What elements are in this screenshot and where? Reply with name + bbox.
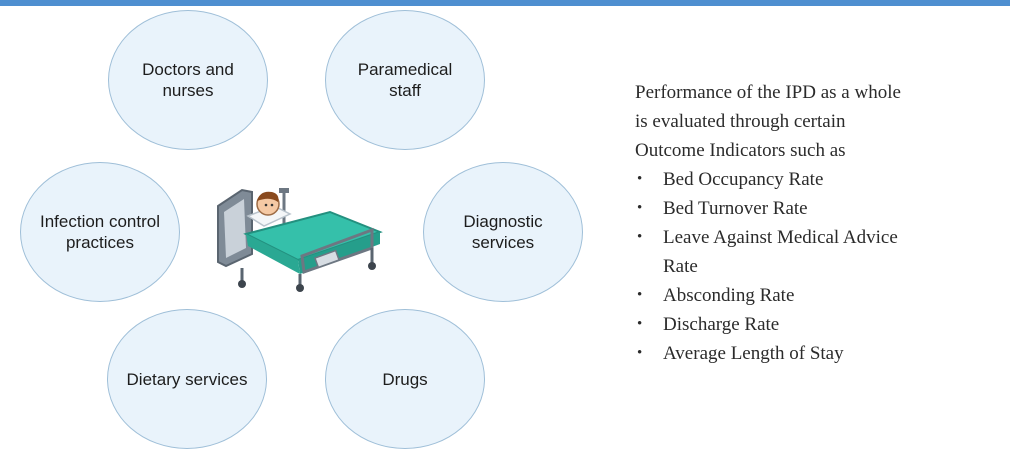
- indicator-item: Bed Turnover Rate: [635, 194, 1005, 223]
- indicator-item: Discharge Rate: [635, 310, 1005, 339]
- indicator-item: Average Length of Stay: [635, 339, 1005, 368]
- top-accent-bar: [0, 0, 1010, 6]
- indicator-item: Leave Against Medical Advice Rate: [635, 223, 1005, 281]
- bubble-infection-control-practices: Infection control practices: [20, 162, 180, 302]
- hospital-bed-with-patient-icon: [217, 188, 383, 292]
- bubble-drugs: Drugs: [325, 309, 485, 449]
- indicator-list: Bed Occupancy Rate Bed Turnover Rate Lea…: [635, 165, 1005, 368]
- outcome-indicators-panel: Performance of the IPD as a whole is eva…: [635, 78, 1005, 368]
- bubble-paramedical-staff: Paramedical staff: [325, 10, 485, 150]
- intro-text: Performance of the IPD as a whole is eva…: [635, 82, 901, 161]
- indicator-item: Absconding Rate: [635, 281, 1005, 310]
- indicator-item: Bed Occupancy Rate: [635, 165, 1005, 194]
- bubble-dietary-services: Dietary services: [107, 309, 267, 449]
- bubble-diagnostic-services: Diagnostic services: [423, 162, 583, 302]
- bubble-doctors-and-nurses: Doctors and nurses: [108, 10, 268, 150]
